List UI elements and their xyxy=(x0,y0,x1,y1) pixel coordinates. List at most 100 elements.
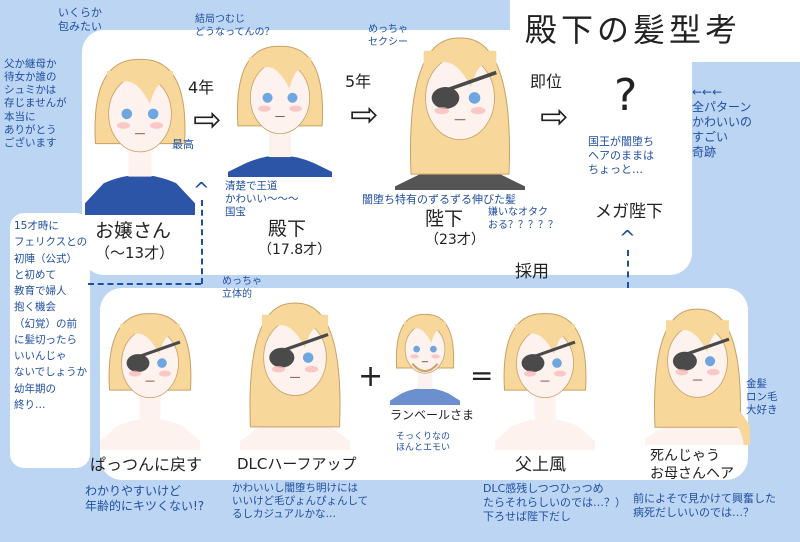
stage2-age: （17.8才） xyxy=(258,242,332,258)
dashed-connector xyxy=(88,283,201,285)
first-battle-note: 15才時に フェリクスとの 初陣（公式） と初めて 教育で婦人 抱く機会 （幻覚… xyxy=(14,220,88,411)
eyepatch-strap xyxy=(433,70,497,97)
opt4-comment: 前によそで見かけて興奮した 病死だしいいのでは…？ xyxy=(633,492,776,519)
blush xyxy=(271,365,286,373)
left-note-panel xyxy=(10,213,90,468)
bangs xyxy=(248,57,312,89)
opt1-label: ぱっつんに戻す xyxy=(90,455,203,474)
portrait-denka xyxy=(228,45,332,177)
clothing xyxy=(85,175,195,215)
bangs xyxy=(404,321,446,343)
tsumuji-note: 結局つむじ どうなってんの？ xyxy=(195,14,275,38)
portrait-lambert xyxy=(390,313,460,405)
blush xyxy=(129,370,141,377)
eye xyxy=(121,108,133,120)
blush xyxy=(675,369,689,376)
eye xyxy=(705,356,716,367)
blush xyxy=(304,365,319,373)
gap3-label: 即位 xyxy=(530,72,563,91)
portrait-mother-hair xyxy=(645,308,750,445)
blush xyxy=(524,370,536,377)
blush xyxy=(258,105,271,112)
lambert-comment: そっくりなの ほんとエモい xyxy=(396,432,451,454)
eye xyxy=(413,345,420,353)
eye xyxy=(468,92,481,104)
opt3-label: 父上風 xyxy=(515,455,566,475)
gap2-label: 5年 xyxy=(345,72,372,91)
eye xyxy=(157,358,167,368)
portrait-chichiue xyxy=(495,313,595,450)
eye xyxy=(262,92,273,103)
dashed-connector xyxy=(627,250,629,288)
stage2-name: 殿下 xyxy=(268,218,307,240)
plus-sign: + xyxy=(358,359,384,394)
sexy-note: めっちゃ セクシー xyxy=(368,24,408,48)
portrait-pattsun xyxy=(100,313,200,450)
otaku-note: 嫌いなオタク おる？？？？？ xyxy=(488,207,558,231)
blush xyxy=(116,122,131,129)
up-arrow-icon: ^ xyxy=(619,226,636,250)
stage4-name: メガ陛下 xyxy=(595,202,663,222)
eye xyxy=(552,358,562,368)
blush xyxy=(159,370,171,377)
blush xyxy=(554,370,566,377)
clothing xyxy=(100,418,200,450)
pure-note: 清楚で王道 かわいい〜〜〜 国宝 xyxy=(225,180,299,219)
bangs xyxy=(666,320,729,352)
clothing xyxy=(228,155,332,177)
gap1-label: 4年 xyxy=(188,78,215,97)
eyepatch-strap xyxy=(271,332,329,356)
equals-sign: = xyxy=(470,359,494,392)
blush xyxy=(410,354,419,359)
king-note: 国王が闇堕ち ヘアのままは ちょっと… xyxy=(588,135,654,176)
eyepatch-strap xyxy=(523,340,576,362)
eye xyxy=(302,352,314,363)
opt4-side-note: 金髪 ロン毛 大好き xyxy=(746,378,778,417)
opt3-comment: DLC感残しつつひっつめ たらそれらしいのでは…？） 下ろせば陛下だし xyxy=(483,482,626,523)
adopted-label: 採用 xyxy=(515,262,549,282)
eye xyxy=(287,92,298,103)
up-arrow-icon: ^ xyxy=(193,178,210,202)
portrait-heika xyxy=(395,37,525,190)
right-arrow-icon: ⇨ xyxy=(350,95,379,135)
ponytail xyxy=(731,411,750,445)
blush xyxy=(470,107,486,115)
portrait-ojousan xyxy=(85,58,195,215)
opt1-comment: わかりやすいけど 年齢的にキツくない!? xyxy=(85,484,205,513)
bangs xyxy=(515,324,575,355)
bangs xyxy=(262,314,328,348)
bangs xyxy=(120,324,180,355)
bangs xyxy=(423,50,497,88)
stage3-name: 陛下 xyxy=(425,208,464,230)
opt2-comment: かわいいし闇堕ち明けには いいけど毛ぴょんぴょんして るしカジュアルかな… xyxy=(232,482,369,521)
right-arrow-icon: ⇨ xyxy=(193,100,222,140)
stage1-age: （〜13才） xyxy=(95,244,175,262)
blush xyxy=(706,369,720,376)
eyepatch-strap xyxy=(128,340,181,362)
blush xyxy=(431,354,440,359)
top-panel xyxy=(82,30,692,275)
three-d-note: めっちゃ 立体的 xyxy=(222,276,262,300)
best-note: 最高 xyxy=(172,138,194,151)
blush xyxy=(434,107,450,115)
blush xyxy=(149,122,164,129)
blush xyxy=(289,105,302,112)
beard xyxy=(411,363,439,373)
lambert-label: ランベールさま xyxy=(390,408,475,422)
right-arrow-icon: ⇨ xyxy=(540,97,569,137)
dashed-connector xyxy=(201,200,203,284)
miracle-note: ←←← 全パターン かわいいの すごい 奇跡 xyxy=(692,85,753,159)
opt2-label: DLCハーフアップ xyxy=(237,455,357,473)
stage3-age: （23才） xyxy=(425,232,485,248)
dark-hair-note: 闇堕ち特有のずるずる伸びた髪 xyxy=(362,193,516,206)
portrait-halfup xyxy=(240,302,350,450)
title-panel xyxy=(510,0,800,62)
eyepatch-strap xyxy=(674,337,730,360)
eye xyxy=(147,108,159,120)
bangs xyxy=(107,71,173,104)
wrap-note: いくらか 包みたい xyxy=(58,6,102,33)
stage1-name: お嬢さん xyxy=(95,220,172,242)
clothing xyxy=(495,418,595,450)
page-title: 殿下の髪型考 xyxy=(525,11,742,49)
eye xyxy=(430,345,437,353)
